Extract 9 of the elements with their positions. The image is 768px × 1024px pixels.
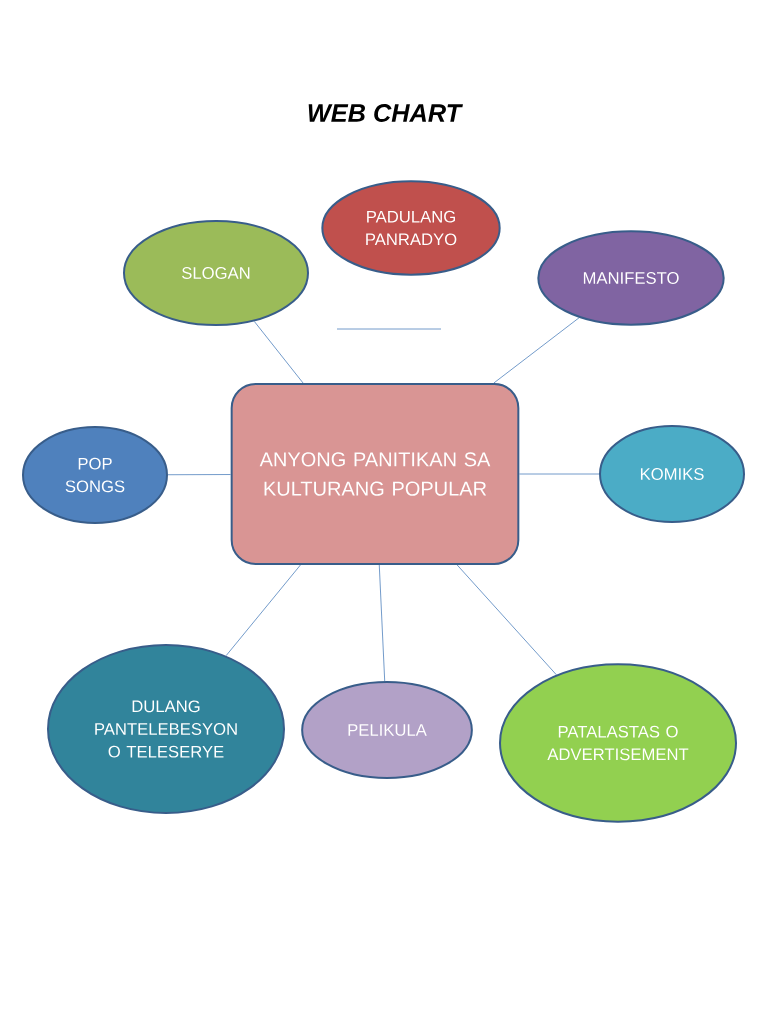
title: WEB CHART (308, 104, 463, 122)
title-box: ANYONG PANITIKAN SA KULTURANG POPULAR (230, 383, 520, 565)
connector-line (167, 474, 232, 476)
connector-line (378, 564, 386, 682)
connector-line (518, 473, 600, 475)
connector-line (225, 564, 301, 657)
connector-line (493, 317, 580, 384)
connector-line (456, 564, 557, 676)
connector-line (253, 320, 304, 384)
